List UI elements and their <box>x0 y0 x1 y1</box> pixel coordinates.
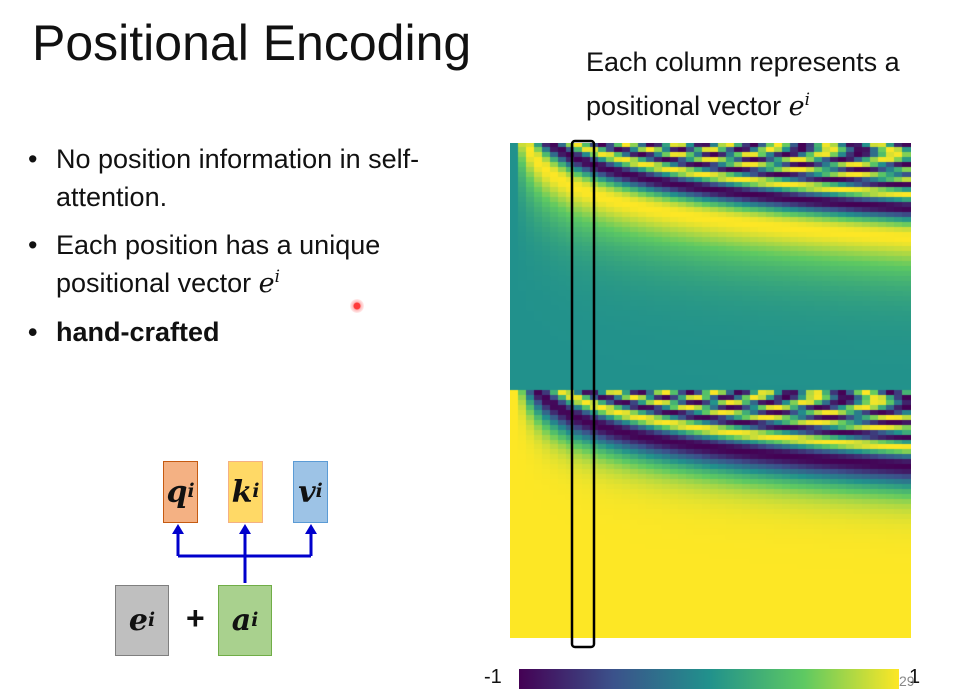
colorbar <box>519 669 899 689</box>
arrowhead-k-icon <box>239 524 251 534</box>
caption-text: Each column represents a positional vect… <box>586 47 900 121</box>
laser-pointer-icon <box>350 299 364 313</box>
bullet-dot-icon: • <box>28 317 38 347</box>
plus-sign: + <box>186 600 205 636</box>
bullet-text-wrap: Each position has a unique positional ve… <box>56 226 468 303</box>
arrowhead-q-icon <box>172 524 184 534</box>
heatmap-caption: Each column represents a positional vect… <box>586 40 956 129</box>
bullet-item: • hand-crafted <box>28 313 468 351</box>
caption-math: ei <box>788 89 810 122</box>
positional-encoding-heatmap <box>510 143 911 643</box>
colorbar-min-label: -1 <box>484 666 502 688</box>
bullet-list: • No position information in self-attent… <box>28 140 468 361</box>
bullet-text: hand-crafted <box>56 317 220 347</box>
bullet-item: • No position information in self-attent… <box>28 140 468 216</box>
bullet-text: Each position has a unique positional ve… <box>56 230 381 298</box>
bullet-item: • Each position has a unique positional … <box>28 226 468 303</box>
heatmap-canvas <box>510 143 911 638</box>
arrowhead-v-icon <box>305 524 317 534</box>
bullet-dot-icon: • <box>28 144 38 174</box>
page-number: 29 <box>899 673 915 689</box>
bullet-dot-icon: • <box>28 230 38 260</box>
bullet-text: No position information in self-attentio… <box>56 144 420 212</box>
colorbar-max-label: 1 <box>909 666 921 688</box>
bullet-math: ei <box>258 266 280 299</box>
slide-title: Positional Encoding <box>32 15 472 71</box>
